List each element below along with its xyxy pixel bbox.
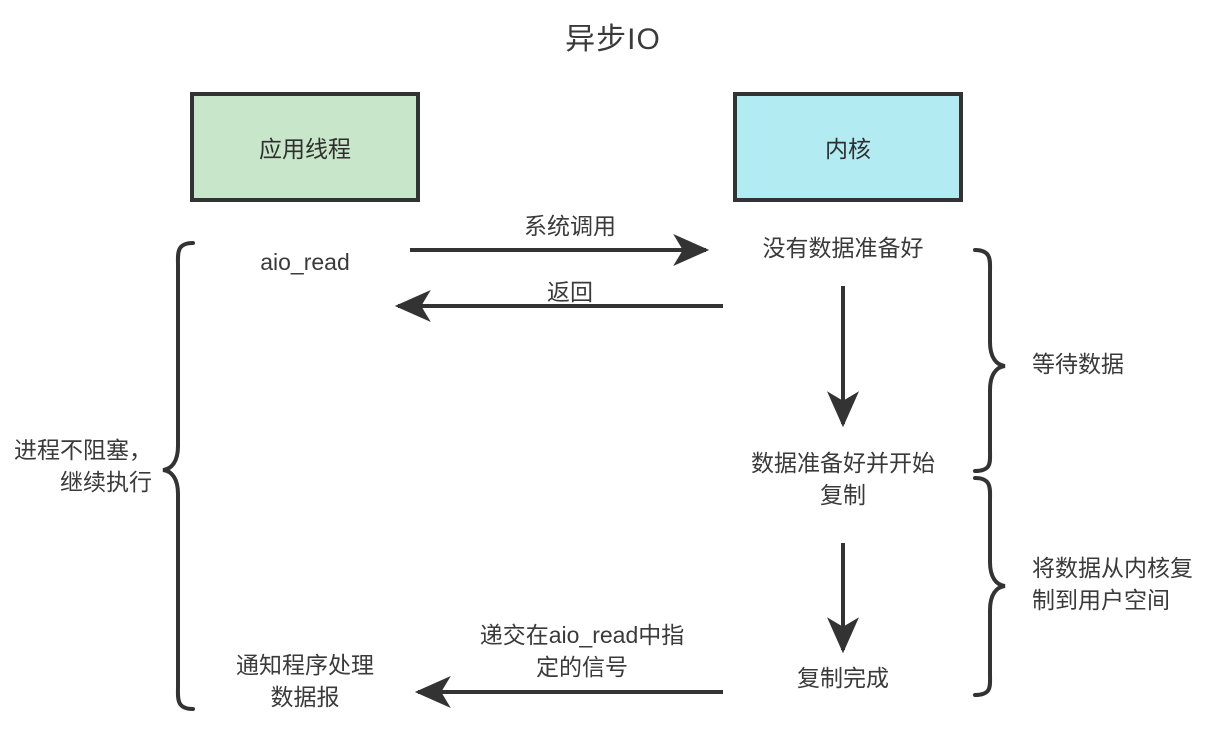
annotation-waiting-for-data: 等待数据 (1032, 351, 1124, 377)
box-app-thread-label: 应用线程 (259, 136, 351, 162)
box-kernel: 内核 (733, 92, 963, 202)
page-title: 异步IO (565, 23, 661, 56)
box-kernel-label: 内核 (825, 136, 871, 162)
state-no-data-ready: 没有数据准备好 (762, 235, 924, 261)
box-app-thread: 应用线程 (190, 92, 420, 202)
state-notify-program: 通知程序处理 数据报 (236, 652, 374, 710)
annotation-copy-to-userspace: 将数据从内核复 制到用户空间 (1032, 555, 1193, 613)
arrow-label-syscall: 系统调用 (524, 213, 616, 239)
brace-right-waiting (973, 248, 1006, 473)
state-aio-read: aio_read (260, 249, 350, 275)
state-data-ready-copying: 数据准备好并开始 复制 (751, 450, 935, 508)
arrow-label-return: 返回 (547, 279, 593, 305)
state-copy-complete: 复制完成 (797, 665, 889, 691)
arrow-label-signal: 递交在aio_read中指 定的信号 (479, 622, 685, 680)
brace-left-process (162, 241, 195, 711)
annotation-process-not-blocked: 进程不阻塞， 继续执行 (14, 437, 152, 495)
